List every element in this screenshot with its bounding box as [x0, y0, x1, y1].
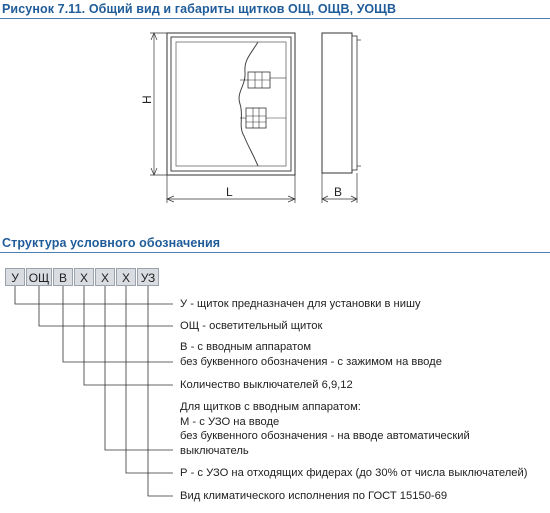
- code-part-x2: Х: [95, 268, 115, 286]
- code-part-climate: УЗ: [137, 268, 159, 286]
- figure-title: Рисунок 7.11. Общий вид и габариты щитко…: [2, 2, 397, 16]
- structure-title-underline: [0, 252, 550, 253]
- description-u: У - щиток предназначен для установки в н…: [180, 298, 421, 310]
- side-view: [321, 32, 361, 174]
- leader-line-rcd-input: [104, 286, 173, 451]
- leader-line-osch: [38, 286, 173, 327]
- depth-label: B: [334, 185, 342, 199]
- height-dimension: H: [140, 32, 167, 176]
- description-rcd-input: Для щитков с вводным аппаратом: М - с УЗ…: [180, 401, 470, 457]
- leader-line-climate: [147, 286, 173, 497]
- code-part-osch: ОЩ: [26, 268, 52, 286]
- front-view-inner-panel: [175, 41, 287, 167]
- depth-dimension: B: [321, 173, 358, 203]
- description-osch: ОЩ - осветительный щиток: [180, 320, 323, 332]
- description-climate: Вид климатического исполнения по ГОСТ 15…: [180, 490, 448, 502]
- code-part-x1: Х: [74, 268, 94, 286]
- leader-line-v: [62, 286, 173, 363]
- leader-line-rcd-feeders: [125, 286, 173, 474]
- height-label: H: [140, 95, 154, 104]
- leader-line-count: [83, 286, 173, 386]
- length-label: L: [226, 185, 233, 199]
- code-part-x3: Х: [116, 268, 136, 286]
- structure-title: Структура условного обозначения: [2, 236, 221, 250]
- leader-line-u: [14, 286, 173, 305]
- code-part-v: В: [53, 268, 73, 286]
- lower-breaker-block: [240, 107, 286, 129]
- cutaway-line: [238, 41, 259, 167]
- length-dimension: L: [166, 175, 296, 203]
- cabinet-drawing: H L B: [140, 32, 361, 203]
- description-v: В - с вводным аппаратом без буквенного о…: [180, 341, 442, 368]
- figure-title-underline: [0, 18, 550, 19]
- description-rcd-feeders: Р - с УЗО на отходящих фидерах (до 30% о…: [180, 467, 528, 479]
- description-count: Количество выключателей 6,9,12: [180, 379, 353, 391]
- upper-breaker-block: [240, 71, 286, 89]
- code-part-u: У: [5, 268, 25, 286]
